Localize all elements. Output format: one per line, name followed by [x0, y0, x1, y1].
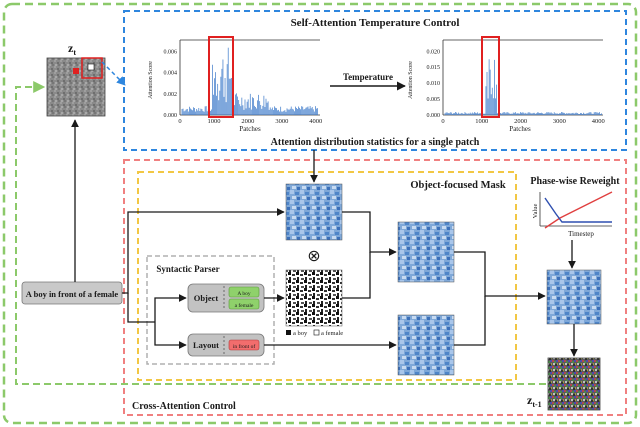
parser-title: Syntactic Parser	[156, 264, 219, 274]
right-xtick-label: 1000	[475, 118, 488, 125]
left-xlabel: Patches	[239, 125, 261, 133]
self-attention-title: Self-Attention Temperature Control	[291, 17, 460, 29]
left-ytick-label: 0.006	[164, 49, 178, 55]
prompt-to-upper-map-connector	[122, 208, 285, 294]
temperature-label: Temperature	[343, 72, 393, 82]
self-attention-caption: Attention distribution statistics for a …	[271, 137, 480, 148]
mask-legend-female-swatch	[313, 329, 320, 336]
phase-xlabel: Timestep	[568, 230, 594, 238]
left-y-ticks: 0.000 0.002 0.004 0.006	[164, 49, 178, 119]
attention-map-lower	[397, 314, 455, 376]
masked-to-final-connector	[454, 251, 546, 300]
right-ylabel: Attention Score	[408, 61, 414, 99]
tag-boy-text: A boy	[237, 291, 251, 297]
right-peak-highlight	[481, 36, 500, 118]
right-xtick-label: 4000	[592, 118, 605, 125]
left-peak-highlight	[208, 36, 234, 118]
phase-chart: Value Timestep	[532, 191, 613, 238]
masked-attention-map	[397, 221, 455, 283]
left-ytick-label: 0.004	[164, 71, 178, 77]
left-bars	[181, 47, 318, 115]
prompt-text: A boy in front of a female	[26, 289, 119, 299]
left-xtick-label: 4000	[309, 118, 322, 125]
left-ytick-label: 0.002	[164, 92, 178, 98]
right-xtick-label: 0	[441, 118, 444, 125]
left-ylabel: Attention Score	[148, 61, 154, 99]
left-x-ticks: 0 1000 2000 3000 4000	[178, 118, 322, 125]
right-y-ticks: 0.000 0.005 0.010 0.015 0.020	[427, 49, 441, 119]
layout-label: Layout	[193, 340, 219, 350]
object-mask-title: Object-focused Mask	[410, 180, 506, 191]
phase-curve-increase	[544, 191, 613, 229]
zt-patch-highlight	[81, 57, 103, 79]
attention-map-upper	[285, 183, 343, 241]
zt1-label: zt-1	[527, 393, 542, 409]
loop-back-arrow	[15, 81, 546, 385]
zt-latent-image	[46, 57, 106, 117]
attention-chart-left: Attention Score Patches 0.0000.0020.0040…	[148, 36, 322, 133]
phase-curve-decrease	[544, 197, 612, 223]
mask-legend-boy-swatch	[286, 330, 291, 335]
right-xtick-label: 2000	[514, 118, 527, 125]
zt-to-self-attn-arrow	[101, 61, 126, 86]
left-ytick-label: 0.000	[164, 113, 178, 119]
right-ytick-label: 0.020	[427, 49, 441, 55]
left-xtick-label: 2000	[241, 118, 254, 125]
left-xtick-label: 1000	[207, 118, 220, 125]
right-x-ticks: 0 1000 2000 3000 4000	[441, 118, 604, 125]
phase-title: Phase-wise Reweight	[530, 176, 620, 187]
lower-to-final-connector	[454, 296, 486, 346]
left-xtick-label: 0	[178, 118, 181, 125]
mask-legend-boy: a boy	[293, 330, 308, 337]
tag-layout	[228, 339, 260, 351]
object-binary-mask	[285, 269, 343, 327]
mask-to-masked-connector	[342, 252, 371, 299]
reweighted-attention-map	[546, 269, 602, 325]
object-label: Object	[194, 293, 219, 303]
tag-female-text: a female	[235, 302, 254, 309]
mask-legend-female: a female	[321, 330, 343, 337]
syntactic-parser-box	[146, 255, 275, 365]
right-xtick-label: 3000	[553, 118, 566, 125]
cross-attention-box	[123, 159, 627, 416]
left-xtick-label: 3000	[275, 118, 288, 125]
right-ytick-label: 0.010	[427, 81, 441, 87]
zt-label: zt	[68, 41, 76, 57]
cross-attention-title: Cross-Attention Control	[132, 401, 236, 412]
zt-patch-small	[73, 68, 79, 74]
otimes-symbol: ⊗	[307, 248, 320, 265]
parser-branch-layout	[154, 322, 187, 349]
right-ytick-label: 0.000	[427, 113, 441, 119]
right-bars	[444, 59, 602, 115]
right-xlabel: Patches	[509, 125, 531, 133]
object-mask-box	[137, 171, 517, 381]
attention-chart-right: Attention Score Patches 0.0000.0050.0100…	[408, 36, 605, 133]
right-ytick-label: 0.005	[427, 97, 441, 103]
upper-to-masked-connector	[342, 211, 397, 256]
prompt-to-parser-connector	[127, 293, 155, 323]
zt-patch-inner	[87, 63, 95, 71]
tag-layout-text: in front of	[233, 343, 255, 350]
tag-female	[228, 298, 260, 310]
zt1-latent-image	[547, 357, 601, 411]
tag-boy	[228, 286, 260, 298]
parser-branch-object	[154, 294, 187, 322]
phase-ylabel: Value	[532, 203, 539, 218]
right-ytick-label: 0.015	[427, 65, 441, 71]
